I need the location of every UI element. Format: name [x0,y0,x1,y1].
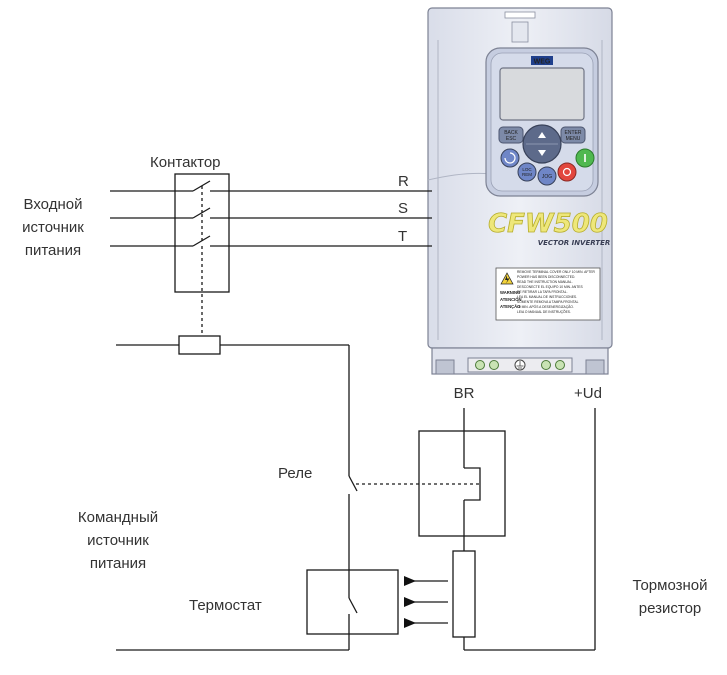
terminal-screw-1 [475,360,485,370]
brake-resistor-label-2: резистор [639,600,702,617]
terminal-br-label: BR [454,385,475,402]
top-clip [511,21,529,43]
brand-logo-text: WEG [534,59,551,66]
warning-line-3: DESCONECTE EL EQUIPO 10 MIN. ANTES [517,285,583,289]
warning-word-0: WARNING [500,290,520,295]
stop-icon [562,167,572,177]
warning-line-8: LEIA O MANUAL DE INSTRUÇÕES. [517,309,571,314]
terminal-screw-3 [541,360,551,370]
top-slot [504,11,536,19]
brand-badge [531,56,553,65]
lcd-display [499,67,585,121]
thermostat [306,569,448,635]
jog-key [537,166,557,186]
power-lines [110,190,432,247]
phase-s-label: S [398,200,408,217]
stop-key [557,162,577,182]
warning-word-1: ATENCIÓN [500,297,522,302]
phase-r-label: R [398,173,409,190]
inverter: WEG BACK ESC ENTER MENU LOC REM JOG CFW5… [427,7,613,375]
contactor-box [174,173,230,293]
command-supply-label-1: Командный [78,509,158,526]
warning-line-6: SOMENTE REMOVA A TAMPA FRONTAL [517,300,579,304]
down-arrow-icon [538,150,546,156]
command-supply-label-2: источник [87,532,149,549]
command-circuit [116,335,480,651]
contactor [174,173,230,335]
warning-line-5: LEA EL MANUAL DE INSTRUCCIONES. [517,295,577,299]
warning-line-7: 10 MIN. APÓS A DESENERGIZAÇÃO. [517,304,574,309]
terminal-tab-left [435,359,455,375]
warning-line-0: REMOVE TERMINAL COVER ONLY 10 MIN. AFTER [517,270,596,274]
loc-key-label-2: REM [522,172,532,177]
direction-key [500,148,520,168]
relay-coil [464,467,481,501]
thermostat-box [306,569,399,635]
brake-resistor-label-1: Тормозной [632,577,707,594]
model-logo: CFW500 [488,209,608,239]
relay-contact [348,475,358,492]
labels: Контактор Входной источник питания R S T… [22,154,707,617]
thermostat-label: Термостат [189,597,262,614]
warning-word-2: ATENÇÃO [500,304,521,309]
jog-key-label: JOG [542,174,552,180]
relay-label: Реле [278,465,312,482]
loc-key-label-1: LOC [522,167,532,172]
lightning-icon [505,275,510,284]
brake-circuit [418,408,596,651]
thermostat-contact [348,597,358,614]
terminal-tab-right [585,359,605,375]
input-supply-label-2: источник [22,219,84,236]
phase-t-label: T [398,228,407,245]
brake-resistor-body [452,550,476,638]
back-key-label-2: ESC [506,136,517,142]
rotate-icon [504,152,516,164]
warning-line-4: DE RETIRAR LA TAPA FRONTAL. [517,290,568,294]
warning-label [495,267,601,321]
back-esc-key [498,126,524,144]
relay-box [418,430,506,537]
terminal-screw-2 [489,360,499,370]
warning-line-2: READ THE INSTRUCTION MANUAL. [517,280,573,284]
enter-key-label-1: ENTER [565,130,582,136]
warning-line-1: POWER HAS BEEN DISCONNECTED. [517,275,575,279]
input-supply-label-1: Входной [24,196,83,213]
model-subtitle: VECTOR INVERTER [538,239,611,247]
enter-menu-key [560,126,586,144]
contactor-coil [178,335,221,355]
command-supply-label-3: питания [90,555,146,572]
back-key-label-1: BACK [504,130,518,136]
contactor-label: Контактор [150,154,221,171]
up-arrow-icon [538,132,546,138]
loc-rem-key [517,162,537,182]
input-supply-label-3: питания [25,242,81,259]
enter-key-label-2: MENU [566,136,581,142]
terminal-ud-label: +Ud [574,385,602,402]
terminal-screw-4 [555,360,565,370]
